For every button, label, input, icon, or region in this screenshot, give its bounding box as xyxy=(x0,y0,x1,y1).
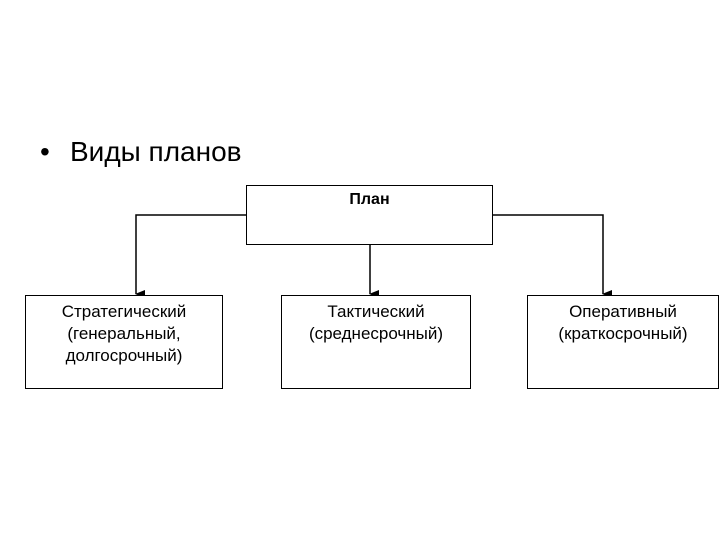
tactical-plan-title: Тактический xyxy=(327,302,425,321)
root-plan-label: План xyxy=(349,191,390,208)
strategic-plan-title: Стратегический xyxy=(61,302,187,321)
operational-plan-box: Оперативный (краткосрочный) xyxy=(527,295,719,389)
strategic-plan-box: Стратегический (генеральный, долгосрочны… xyxy=(25,295,223,389)
operational-plan-title: Оперативный xyxy=(569,302,677,321)
slide-bullet: • Виды планов xyxy=(40,134,242,170)
tactical-plan-subtitle: (среднесрочный) xyxy=(308,324,444,343)
tactical-plan-box: Тактический (среднесрочный) xyxy=(281,295,471,389)
connector-left xyxy=(135,214,246,298)
strategic-plan-subtitle-2: долгосрочный) xyxy=(65,346,183,365)
root-plan-box: План xyxy=(246,185,493,245)
bullet-marker: • xyxy=(40,136,50,167)
operational-plan-subtitle: (краткосрочный) xyxy=(558,324,688,343)
bullet-text: Виды планов xyxy=(70,136,242,167)
strategic-plan-subtitle-1: (генеральный, xyxy=(67,324,181,343)
connector-right xyxy=(493,214,612,298)
